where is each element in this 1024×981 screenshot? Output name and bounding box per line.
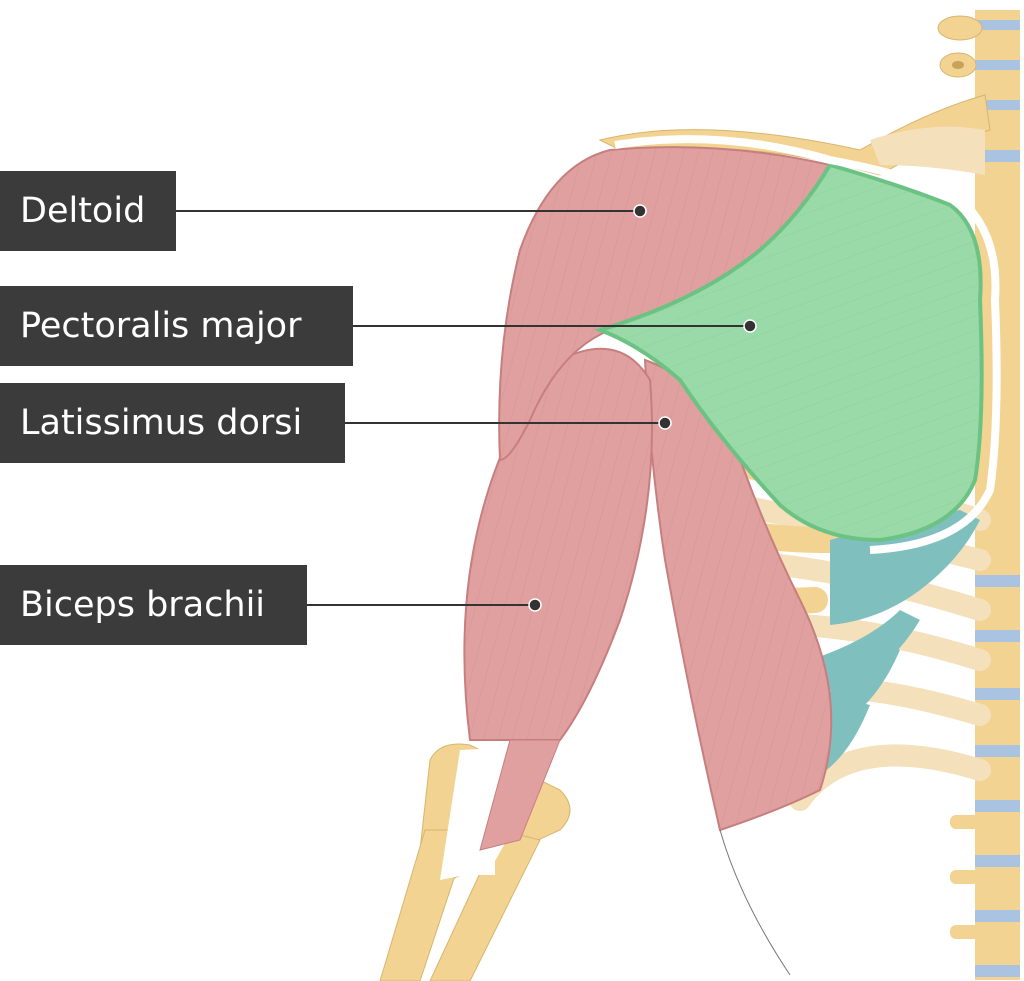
label-deltoid: Deltoid [0, 171, 176, 251]
label-biceps-brachii: Biceps brachii [0, 565, 307, 645]
dot-latissimus [658, 416, 672, 430]
dot-biceps [528, 598, 542, 612]
leader-dots [528, 204, 757, 612]
dot-pectoralis [743, 319, 757, 333]
label-pectoralis-major: Pectoralis major [0, 286, 353, 366]
clavicle [598, 94, 991, 176]
dot-deltoid [633, 204, 647, 218]
label-latissimus-dorsi: Latissimus dorsi [0, 383, 345, 463]
vertebral-column [937, 10, 1020, 980]
leader-lines [176, 210, 750, 606]
